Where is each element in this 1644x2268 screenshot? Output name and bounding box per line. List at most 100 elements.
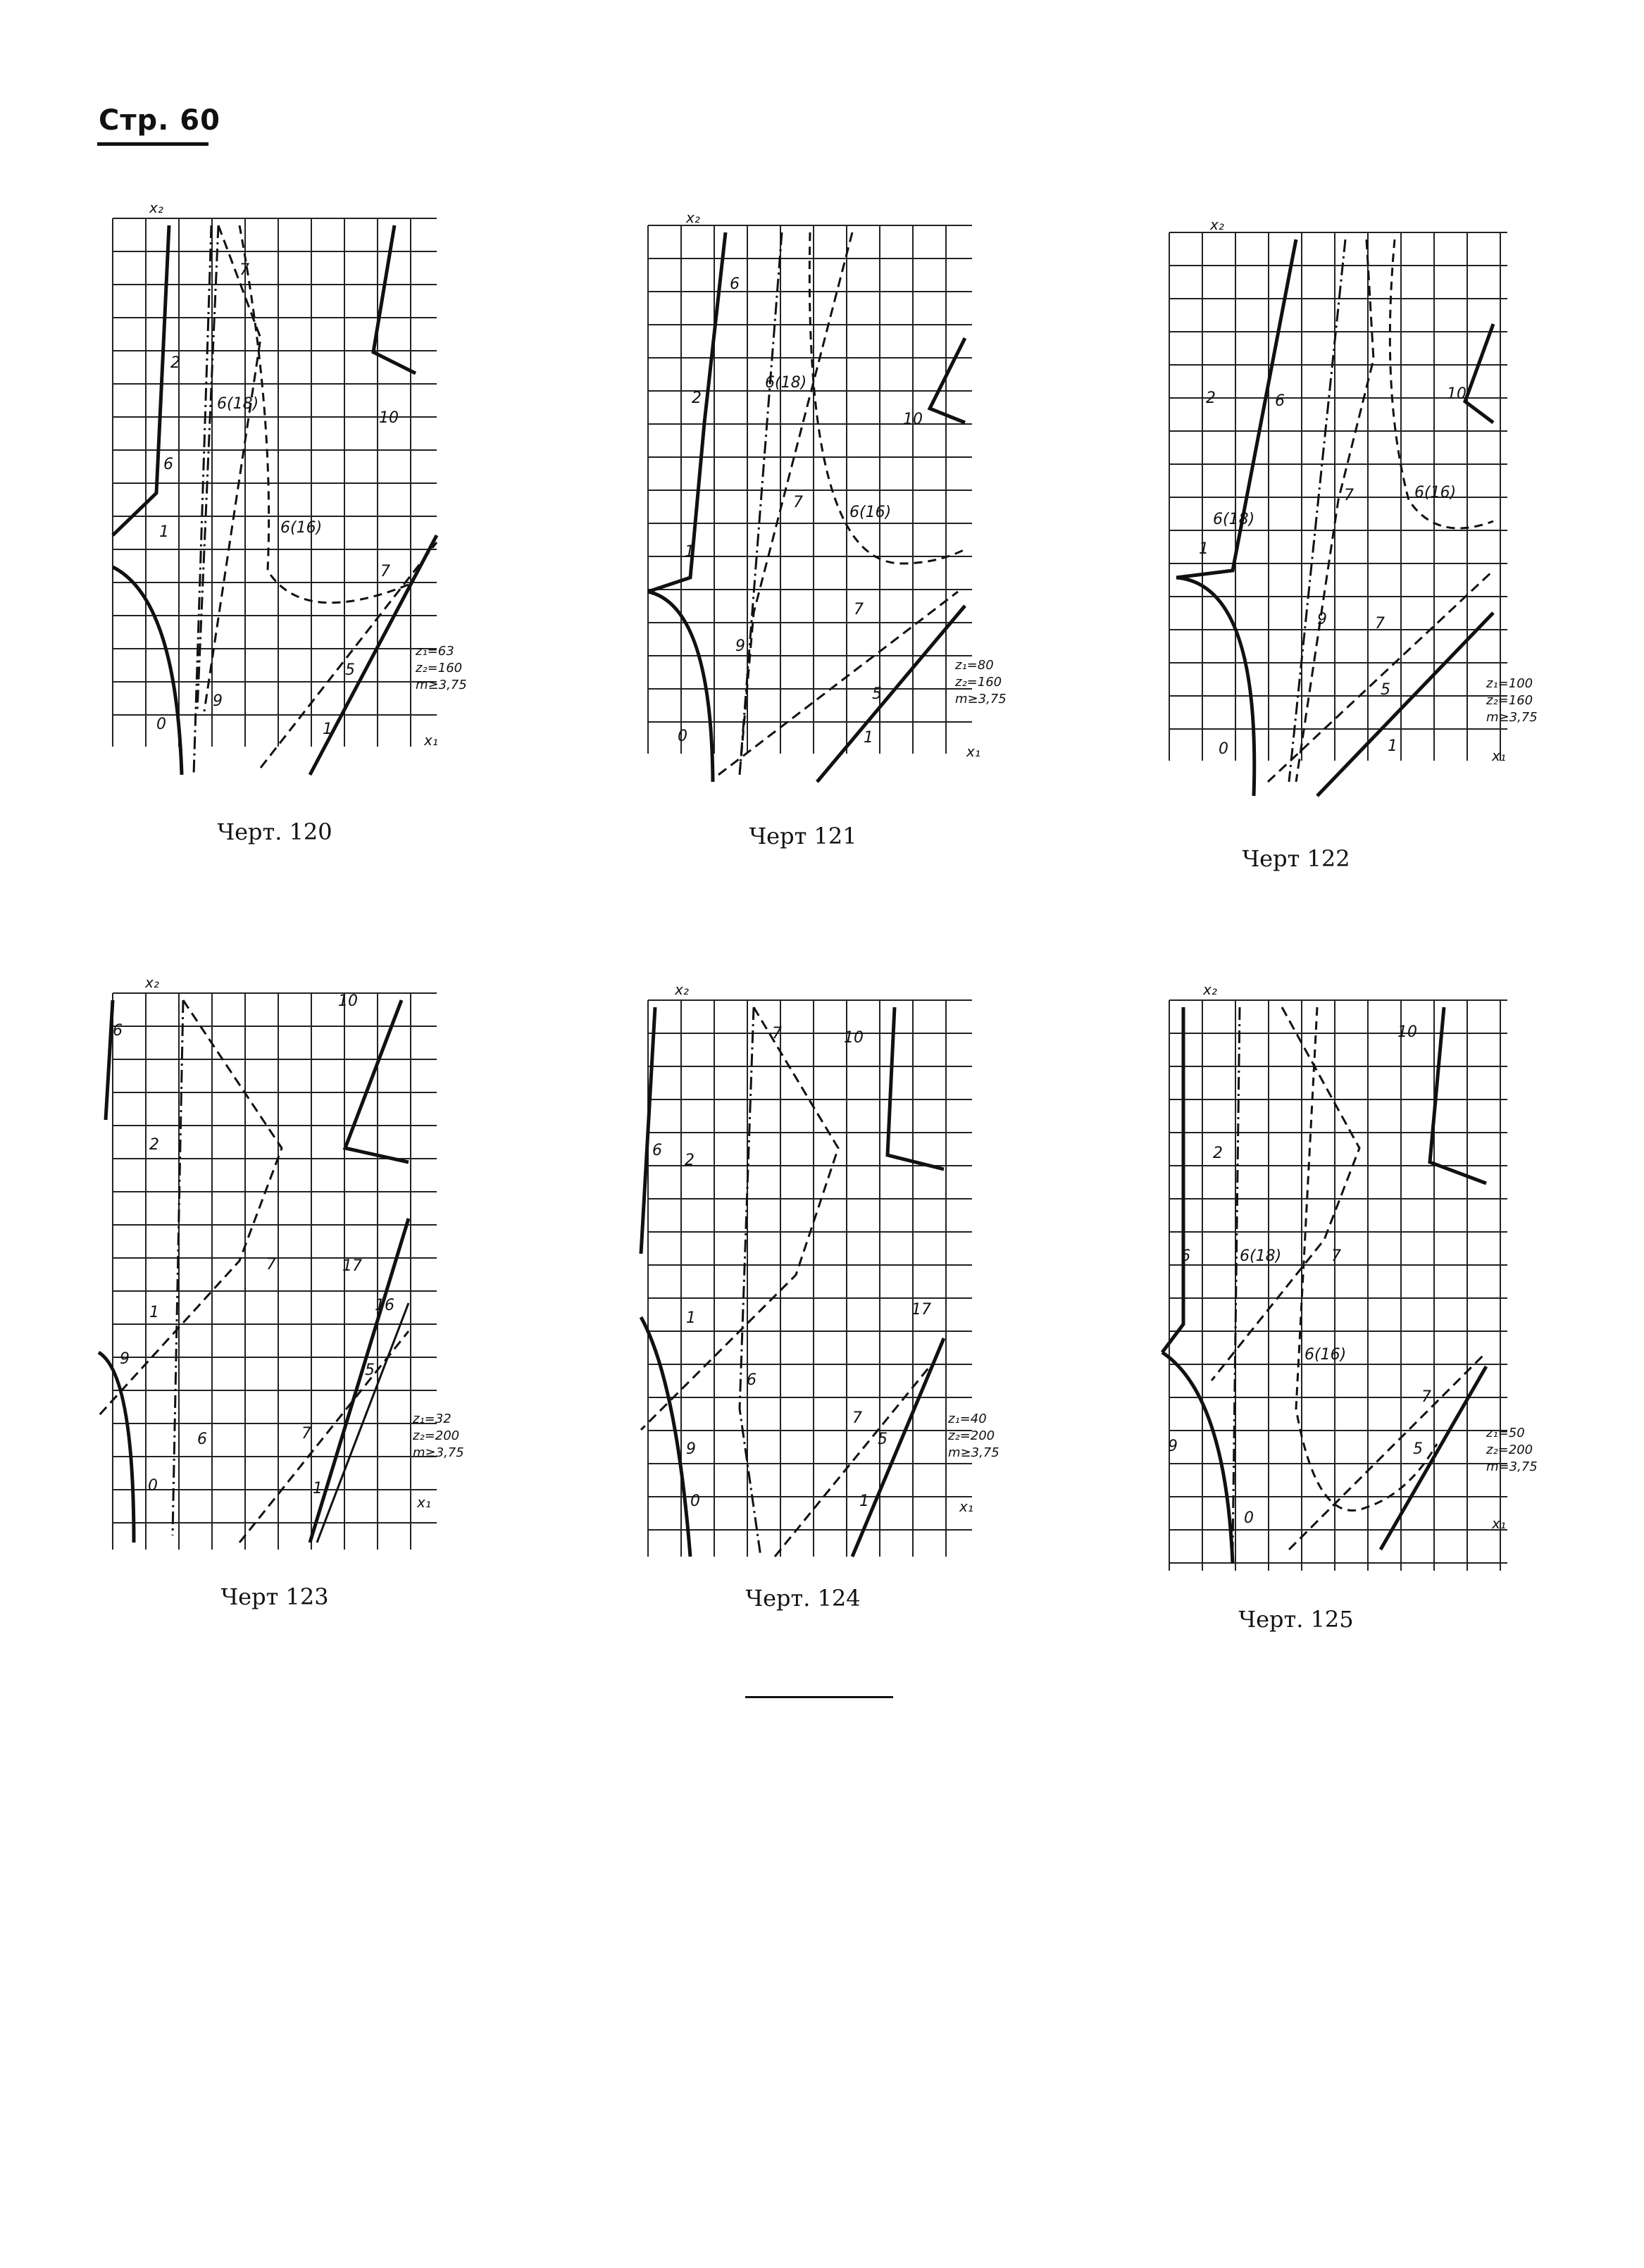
- grid: [112, 218, 437, 747]
- label-6: 6: [747, 1371, 756, 1389]
- curve-10: [1428, 1007, 1487, 1185]
- label-params-3: m≥3,75: [416, 678, 467, 692]
- figure-caption: Черт. 120: [217, 818, 332, 845]
- label-2: 2: [170, 354, 180, 372]
- label-1: 1: [686, 1309, 696, 1327]
- curve-7: [738, 232, 854, 775]
- x-axis-label: x₁: [1491, 747, 1506, 764]
- label-0: 0: [690, 1493, 700, 1510]
- label-16: 16: [375, 1297, 394, 1314]
- label-10: 10: [338, 992, 358, 1010]
- label-params-3: m=3,75: [1486, 1459, 1538, 1474]
- curve-6: [171, 999, 185, 1536]
- curve-5: [1378, 1365, 1488, 1551]
- label-5: 5: [1381, 681, 1390, 699]
- label-7b: 7: [380, 563, 390, 580]
- label-1: 1: [1199, 540, 1209, 558]
- curve-6-18: [192, 225, 220, 775]
- label-6: 6: [1275, 392, 1285, 410]
- curve-7: [203, 225, 262, 712]
- label-9: 9: [120, 1350, 130, 1368]
- label-0: 0: [1219, 740, 1228, 758]
- figure-122-graph: x₂ x₁ z₁=100 z₂=160 m≥3,75 2 1 0 1 6 6(1…: [1169, 216, 1538, 797]
- label-1-x: 1: [323, 721, 332, 738]
- grid: [1169, 999, 1507, 1571]
- label-10: 10: [844, 1029, 864, 1047]
- label-5: 5: [1413, 1440, 1423, 1458]
- curve-limit-left: [104, 999, 115, 1121]
- label-params-1: z₁=40: [947, 1412, 987, 1426]
- figure-caption: Черт 122: [1242, 845, 1350, 872]
- y-axis-label: x₂: [1202, 981, 1217, 998]
- curve-7b: [259, 542, 438, 768]
- label-6-16: 6(16): [1304, 1346, 1346, 1364]
- label-6: 6: [730, 275, 740, 293]
- label-6: 6: [1181, 1247, 1190, 1265]
- curve-7: [1295, 239, 1375, 783]
- curve-16: [316, 1302, 410, 1543]
- label-9: 9: [686, 1440, 696, 1458]
- curve-5: [816, 604, 966, 783]
- label-17: 17: [911, 1301, 931, 1319]
- label-5: 5: [872, 685, 882, 703]
- label-10: 10: [1447, 385, 1466, 403]
- label-2: 2: [692, 390, 702, 407]
- curve-limit-left: [639, 1007, 657, 1254]
- label-6-top: 6: [113, 1022, 123, 1040]
- page-number-underline: [97, 142, 208, 146]
- figure-120-graph: x₂ x₁ z₁=63 z₂=160 m≥3,75 2 1 0 1 6(18) …: [111, 199, 467, 776]
- label-params-1: z₁=80: [954, 658, 994, 673]
- label-7b: 7: [852, 1409, 862, 1427]
- label-6-16: 6(16): [280, 519, 322, 537]
- curve-7b: [1288, 1351, 1488, 1551]
- curve-limit-left: [1176, 239, 1298, 580]
- page-number: Стр. 60: [99, 104, 220, 137]
- label-9: 9: [1168, 1438, 1178, 1455]
- label-params-3: m≥3,75: [948, 1445, 1000, 1460]
- figure-121-graph: x₂ x₁ z₁=80 z₂=160 m≥3,75 2 1 0 1 6 6(18…: [647, 209, 1007, 783]
- label-1: 1: [159, 523, 169, 541]
- label-2: 2: [1213, 1145, 1223, 1162]
- figure-125-graph: x₂ x₁ z₁=50 z₂=200 m=3,75 2 0 6 6(18) 6(…: [1161, 981, 1538, 1571]
- label-6: 6: [163, 456, 173, 473]
- figure-124-graph: x₂ x₁ z₁=40 z₂=200 m≥3,75 2 1 0 1 6 6 7 …: [639, 981, 1000, 1557]
- label-7: 7: [239, 261, 249, 279]
- label-9: 9: [213, 692, 223, 710]
- label-params-1: z₁=63: [415, 644, 454, 659]
- label-6-16: 6(16): [849, 504, 891, 521]
- label-7: 7: [266, 1256, 276, 1273]
- label-9: 9: [735, 637, 745, 655]
- curve-6-16: [238, 225, 409, 604]
- label-2: 2: [149, 1136, 159, 1154]
- figure-125: x₂ x₁ z₁=50 z₂=200 m=3,75 2 0 6 6(18) 6(…: [1155, 981, 1538, 1634]
- label-params-2: z₂=200: [947, 1428, 995, 1443]
- label-params-1: z₁=50: [1486, 1426, 1525, 1440]
- curve-9: [647, 590, 715, 783]
- label-1-x: 1: [1388, 737, 1397, 755]
- curve-6-18: [1288, 239, 1347, 783]
- label-7b: 7: [1421, 1388, 1431, 1406]
- curve-10: [1463, 323, 1495, 424]
- label-2: 2: [1206, 390, 1216, 407]
- grid: [112, 992, 437, 1550]
- label-7: 7: [1331, 1247, 1341, 1265]
- figure-caption: Черт 121: [749, 823, 857, 849]
- label-7: 7: [793, 494, 803, 511]
- label-6-16: 6(16): [1414, 484, 1456, 501]
- label-params-2: z₂=200: [412, 1428, 459, 1443]
- curve-limit-left: [111, 225, 171, 537]
- curve-10: [885, 1007, 945, 1171]
- label-6-18: 6(18): [217, 395, 259, 413]
- curve-9: [111, 565, 184, 775]
- label-10: 10: [379, 409, 399, 427]
- label-5: 5: [365, 1362, 375, 1379]
- curve-9: [1176, 575, 1257, 797]
- label-1: 1: [149, 1304, 159, 1321]
- label-params-2: z₂=200: [1486, 1443, 1533, 1457]
- label-7b: 7: [1375, 615, 1385, 633]
- curve-17: [308, 1218, 411, 1543]
- curve-limit-left: [647, 232, 728, 594]
- label-0: 0: [1244, 1509, 1254, 1527]
- curve-10: [371, 225, 417, 375]
- curve-17: [850, 1338, 946, 1557]
